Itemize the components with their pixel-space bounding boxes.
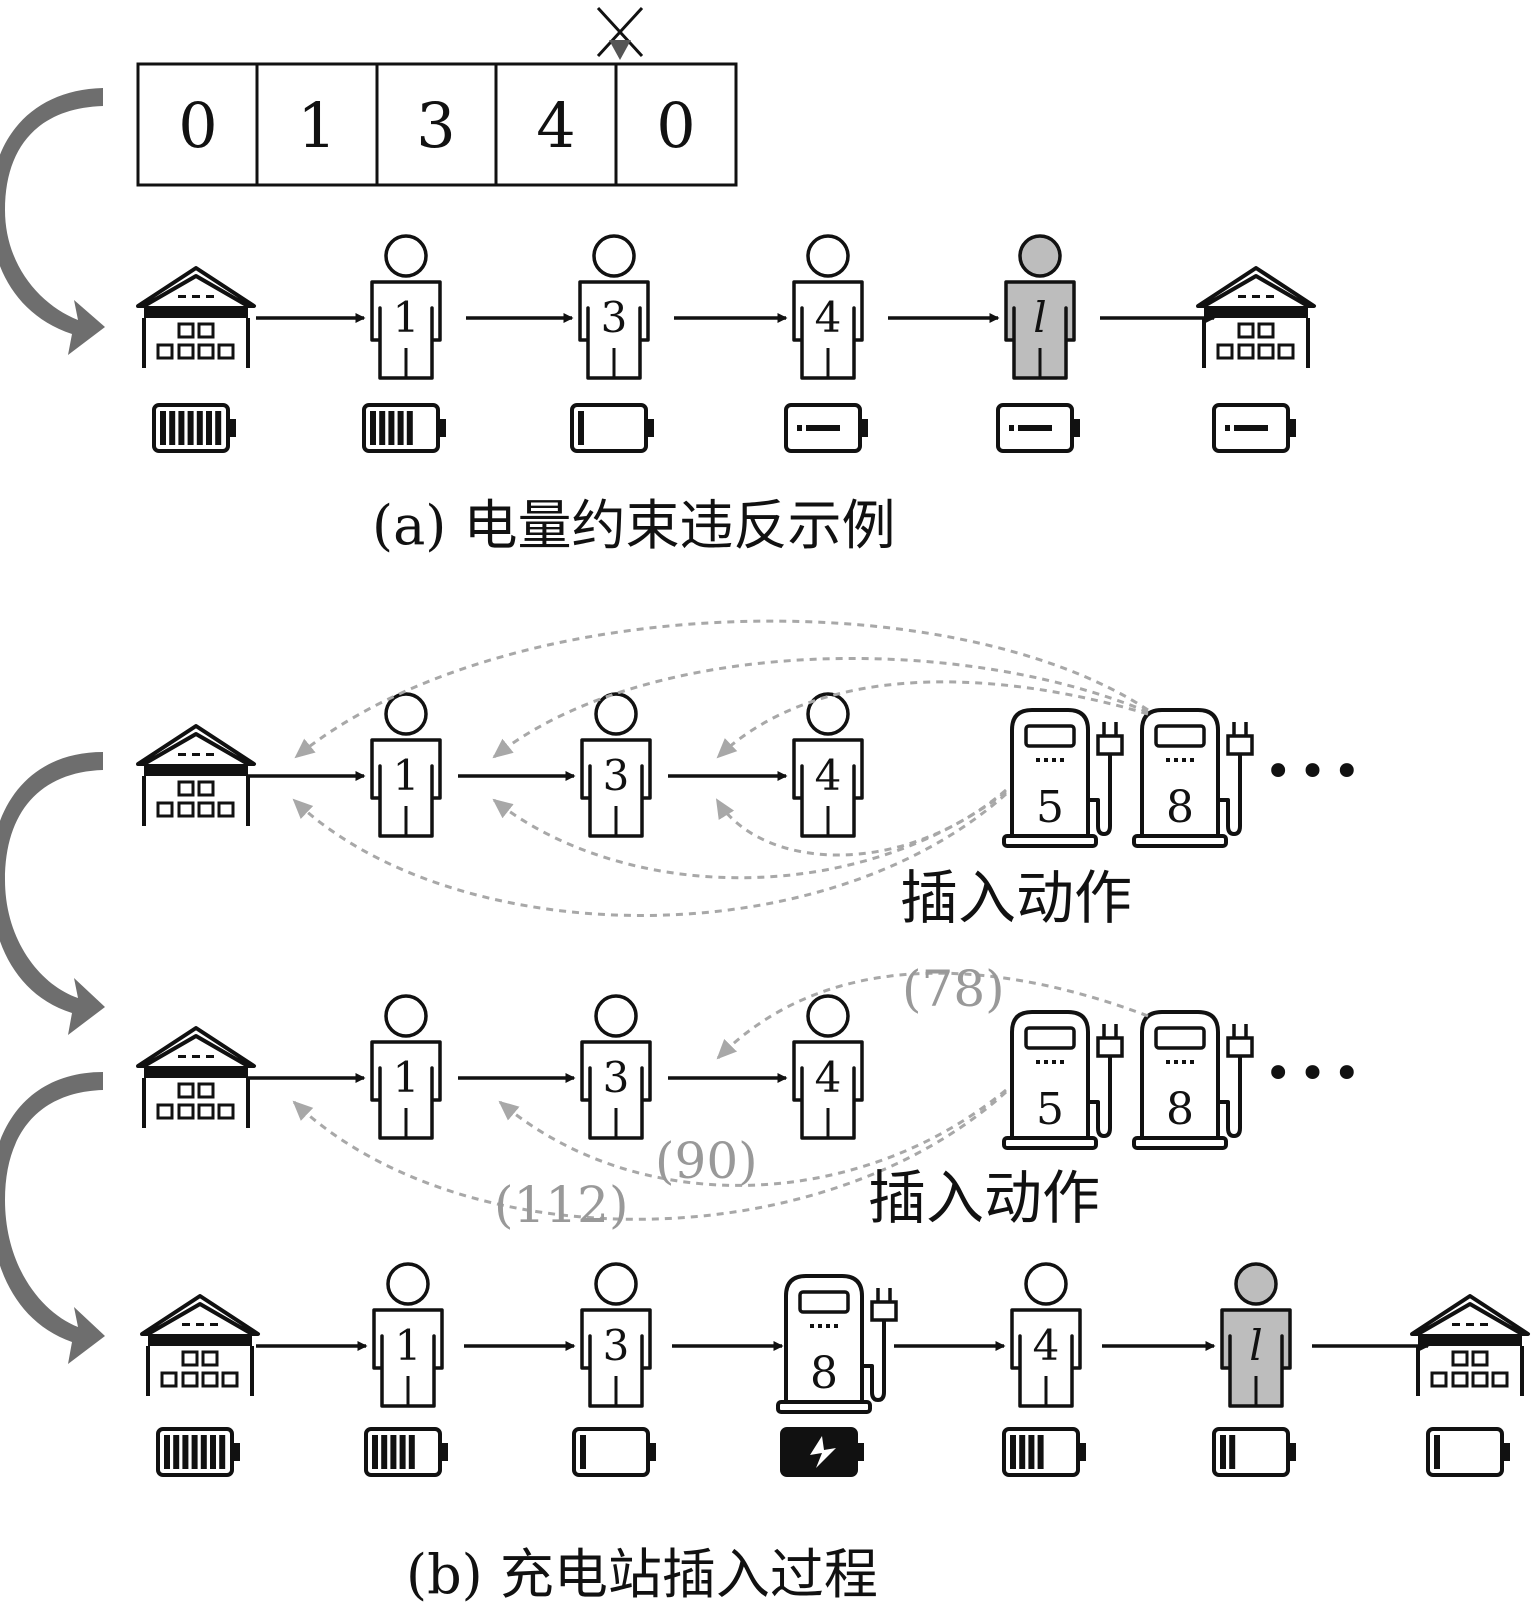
battery-icon [152,403,236,453]
battery-icon [156,1427,240,1477]
warehouse-icon [140,1294,260,1396]
customer-id: 1 [395,1321,422,1370]
insertion-arrows-row-1 [292,619,1149,917]
charging-station-icon: 8 [776,1274,898,1414]
cut-marker-icon [596,6,644,60]
battery-icon [570,403,654,453]
insertion-arrows-row-2 [292,971,1149,1221]
customer-icon: 4 [1010,1262,1082,1408]
dashed-arrow [492,657,1149,759]
customer-id: 3 [601,293,628,342]
dashed-arrow [716,971,1149,1060]
curved-transition-arrow [0,88,105,355]
battery-icon [784,403,868,453]
cost-label: (78) [902,960,1005,1018]
caption-a: (a) 电量约束违反示例 [372,494,896,557]
highlighted-customer-icon: l [1004,234,1076,380]
station-id: 8 [1166,782,1194,833]
ellipsis: ••• [1264,1046,1367,1102]
sequence-cell: 1 [297,89,336,162]
battery-icon [1002,1427,1086,1477]
sequence-cell: 0 [178,89,217,162]
customer-icon: 1 [370,994,442,1140]
route-a: 1 3 4 l [136,234,1316,453]
ellipsis: ••• [1264,744,1367,800]
warehouse-icon [136,1026,256,1128]
customer-id: 4 [815,1053,842,1102]
customer-id: 3 [603,751,630,800]
curved-transition-arrow [0,752,105,1035]
battery-icon [1212,403,1296,453]
highlighted-customer-icon: l [1220,1262,1292,1408]
customer-id: 1 [393,293,420,342]
customer-icon: 4 [792,234,864,380]
customer-icon: 3 [580,692,652,838]
customer-icon: 1 [372,1262,444,1408]
customer-icon: 3 [580,994,652,1140]
customer-icon: 3 [578,234,650,380]
sequence-array: 0 1 3 4 0 [136,62,738,187]
dashed-arrow [292,792,1007,917]
curved-transition-arrow [0,1072,105,1364]
warehouse-icon [1196,266,1316,368]
dashed-arrow [292,1090,1008,1221]
charging-station-icon: 8 [1132,1010,1254,1150]
route-b-row-3: 1 3 8 4 l [140,1262,1530,1477]
battery-icon [1426,1427,1510,1477]
customer-id: 4 [815,751,842,800]
charging-station-icon: 5 [1002,1010,1124,1150]
customer-id: 3 [603,1053,630,1102]
station-id: 8 [1166,1084,1194,1135]
station-id: 5 [1036,1084,1064,1135]
battery-icon [572,1427,656,1477]
customer-id: l [1033,293,1046,342]
warehouse-icon [136,724,256,826]
customer-icon: 3 [580,1262,652,1408]
customer-id: l [1249,1321,1262,1370]
customer-icon: 1 [370,234,442,380]
dashed-arrow [716,680,1149,759]
insert-action-label: 插入动作 [900,864,1132,932]
customer-id: 1 [393,1053,420,1102]
battery-charging-icon [780,1427,864,1477]
dashed-arrow [492,790,1007,880]
battery-icon [996,403,1080,453]
sequence-cell: 0 [656,89,695,162]
station-id: 5 [1036,782,1064,833]
sequence-cell: 3 [416,89,455,162]
customer-id: 4 [815,293,842,342]
dashed-arrow [498,1088,1007,1187]
warehouse-icon [136,266,256,368]
charging-station-icon: 5 [1002,708,1124,848]
cost-label: (112) [494,1176,628,1234]
insert-action-label: 插入动作 [868,1164,1100,1232]
panel-a: 0 1 3 4 0 1 3 4 l (a) 电量约束违反示例 [0,6,1316,557]
battery-icon [1212,1427,1296,1477]
panel-b: 1 3 4 5 8 1 3 4 5 8 1 3 8 4 l (78) (90) (112) 插入动作 插… [0,619,1530,1606]
customer-icon: 4 [792,692,864,838]
customer-id: 1 [393,751,420,800]
charging-station-icon: 8 [1132,708,1254,848]
customer-icon: 1 [370,692,442,838]
warehouse-icon [1410,1294,1530,1396]
battery-icon [362,403,446,453]
station-id: 8 [810,1348,838,1399]
customer-id: 3 [603,1321,630,1370]
sequence-cell: 4 [536,89,575,162]
customer-icon: 4 [792,994,864,1140]
dashed-arrow [294,619,1149,759]
customer-id: 4 [1033,1321,1060,1370]
route-b-row-2: 1 3 4 5 8 [136,994,1254,1150]
battery-icon [364,1427,448,1477]
caption-b: (b) 充电站插入过程 [406,1543,878,1606]
route-b-row-1: 1 3 4 5 8 [136,692,1254,848]
cost-label: (90) [655,1132,758,1190]
